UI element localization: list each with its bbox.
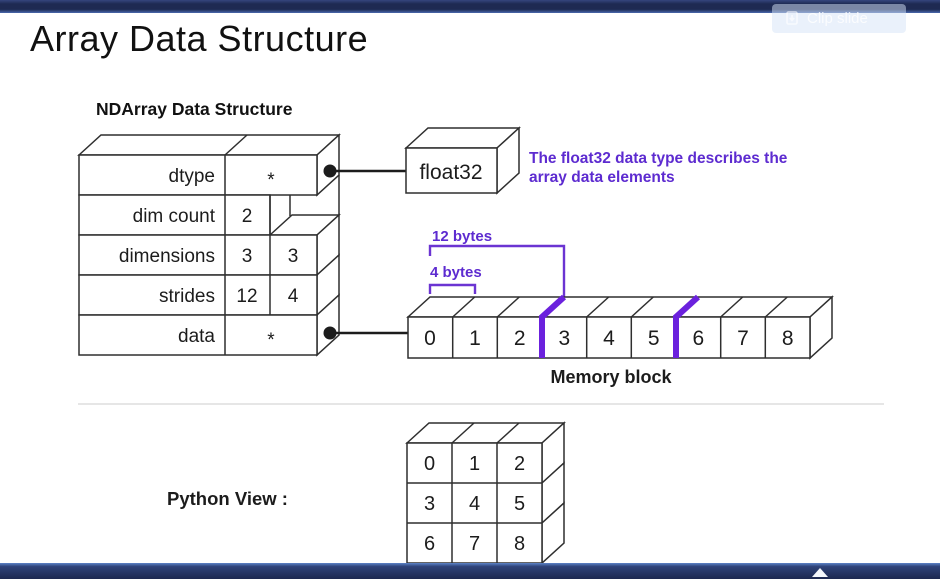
memory-cell-3: 3 [558, 327, 570, 350]
record-value-stride1: 4 [288, 286, 299, 307]
page-title: Array Data Structure [30, 18, 369, 59]
python-cell-0: 0 [424, 453, 435, 475]
memory-cell-2: 2 [514, 327, 526, 350]
diagram-subtitle: NDArray Data Structure [96, 99, 293, 119]
elem-stride-bracket [428, 283, 477, 294]
record-structure: dtype dim count dimensions strides data … [77, 133, 341, 357]
memory-cell-7: 7 [737, 327, 749, 350]
memory-block-label: Memory block [550, 367, 672, 387]
dtype-front [78, 154, 318, 196]
memory-cell-5: 5 [648, 327, 660, 350]
memory-roof-divider [764, 296, 788, 318]
memory-cell-0: 0 [424, 327, 436, 350]
python-cell-1: 1 [469, 453, 480, 475]
elem-stride-label: 4 bytes [430, 264, 482, 281]
row-stride-bracket [428, 244, 566, 297]
record-value-dimcount: 2 [242, 206, 253, 227]
dtype-pointer-dot [323, 164, 337, 178]
pointer-connectors [323, 164, 408, 340]
python-cell-2: 2 [514, 453, 525, 475]
record-label-strides: strides [159, 286, 215, 307]
section-divider [78, 403, 884, 405]
float32-annotation-line1: The float32 data type describes the [529, 150, 788, 167]
memory-cell-8: 8 [782, 327, 794, 350]
float32-box: float32 [404, 126, 521, 195]
memory-front [407, 316, 811, 359]
dimensions-front [78, 234, 318, 276]
memory-roof-divider [720, 296, 744, 318]
python-grid-roof [405, 422, 566, 444]
python-cell-6: 6 [424, 533, 435, 555]
python-cell-5: 5 [514, 493, 525, 515]
python-cell-8: 8 [514, 533, 525, 555]
python-view-label: Python View : [167, 488, 288, 509]
record-value-stride0: 12 [236, 286, 257, 307]
record-label-dimensions: dimensions [119, 246, 215, 267]
scroll-up-indicator[interactable] [812, 568, 828, 577]
float32-front [405, 147, 498, 194]
stride-brackets: 12 bytes 4 bytes [428, 228, 566, 297]
python-view: Python View : 0 1 2 3 4 5 6 7 8 [167, 421, 566, 565]
record-value-data: * [267, 330, 275, 351]
python-grid-front [406, 442, 543, 564]
memory-roof-divider [496, 296, 520, 318]
memory-roof-divider [452, 296, 476, 318]
record-value-dim1: 3 [288, 246, 299, 267]
memory-cell-4: 4 [603, 327, 615, 350]
row-stride-label: 12 bytes [432, 228, 492, 245]
memory-roof-divider [586, 296, 610, 318]
float32-label: float32 [419, 161, 482, 184]
data-front [78, 314, 318, 356]
memory-cell-1: 1 [469, 327, 481, 350]
record-value-dim0: 3 [242, 246, 253, 267]
data-pointer-dot [323, 326, 337, 340]
memory-roof-divider [630, 296, 654, 318]
record-roof [77, 134, 341, 156]
memory-block: 0 1 2 3 4 5 6 7 8 Memory block [406, 294, 834, 387]
record-label-dimcount: dim count [133, 206, 216, 227]
python-roof-divider [451, 422, 475, 444]
top-bar [0, 0, 940, 13]
row-boundary-bar-1 [539, 294, 567, 358]
record-roof-divider [224, 134, 248, 156]
float32-annotation: The float32 data type describes the arra… [529, 149, 787, 187]
clip-slide-button[interactable]: Clip slide [772, 4, 906, 33]
float32-annotation-line2: array data elements [529, 169, 675, 186]
row-boundary-bar-2 [673, 294, 701, 358]
bottom-bar [0, 563, 940, 579]
record-value-dtype: * [267, 170, 275, 191]
python-cell-4: 4 [469, 493, 480, 515]
record-label-data: data [178, 326, 215, 347]
python-cell-3: 3 [424, 493, 435, 515]
python-roof-divider [496, 422, 520, 444]
clip-icon [786, 11, 798, 25]
record-label-dtype: dtype [169, 166, 215, 187]
python-cell-7: 7 [469, 533, 480, 555]
clip-slide-label: Clip slide [807, 10, 868, 27]
memory-cell-6: 6 [692, 327, 704, 350]
